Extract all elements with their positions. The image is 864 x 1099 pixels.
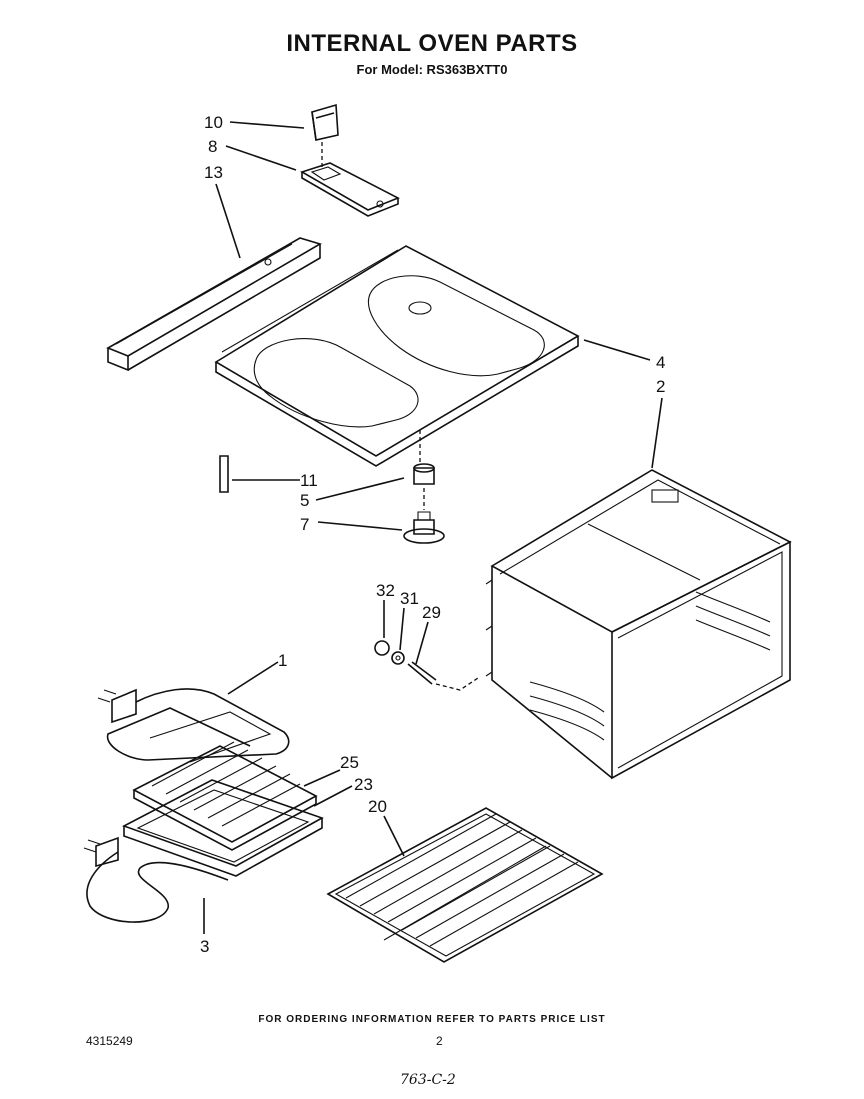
callout-1: 1	[278, 651, 287, 670]
callout-31: 31	[400, 589, 419, 608]
part-25-broiler-grid	[132, 741, 318, 851]
page-number: 2	[436, 1034, 443, 1048]
callout-29: 29	[422, 603, 441, 622]
page-title: INTERNAL OVEN PARTS	[286, 30, 578, 57]
callout-3: 3	[200, 937, 209, 956]
callout-20: 20	[368, 797, 387, 816]
part-11-clip	[219, 455, 229, 493]
part-31-washer	[391, 651, 405, 665]
callout-5: 5	[300, 491, 309, 510]
ordering-note: FOR ORDERING INFORMATION REFER TO PARTS …	[258, 1014, 606, 1025]
part-4-oven-bottom	[214, 245, 580, 467]
part-8-vent-plate	[300, 162, 400, 217]
leader-lines	[203, 121, 663, 934]
part-2-oven-cavity	[485, 469, 792, 780]
part-23-broiler-pan	[122, 779, 324, 877]
part-7-foot	[403, 511, 445, 544]
part-5-spacer	[413, 463, 435, 510]
callout-2: 2	[656, 377, 665, 396]
part-3-bake-element	[83, 836, 229, 923]
callout-4: 4	[656, 353, 665, 372]
handwritten-code: 763-C-2	[400, 1072, 456, 1088]
model-subtitle: For Model: RS363BXTT0	[356, 62, 508, 77]
callout-8: 8	[208, 137, 217, 156]
callout-7: 7	[300, 515, 309, 534]
part-32-nut	[374, 640, 390, 656]
callout-25: 25	[340, 753, 359, 772]
callout-10: 10	[204, 113, 223, 132]
part-1-broil-element	[97, 688, 290, 763]
callout-32: 32	[376, 581, 395, 600]
part-20-oven-rack	[326, 807, 604, 963]
document-number: 4315249	[86, 1034, 133, 1048]
callout-11: 11	[300, 471, 318, 490]
part-29-sensor	[407, 661, 479, 691]
callout-13: 13	[204, 163, 223, 182]
part-10-vent-duct	[311, 103, 339, 168]
part-13-bracket	[106, 237, 322, 372]
callout-23: 23	[354, 775, 373, 794]
